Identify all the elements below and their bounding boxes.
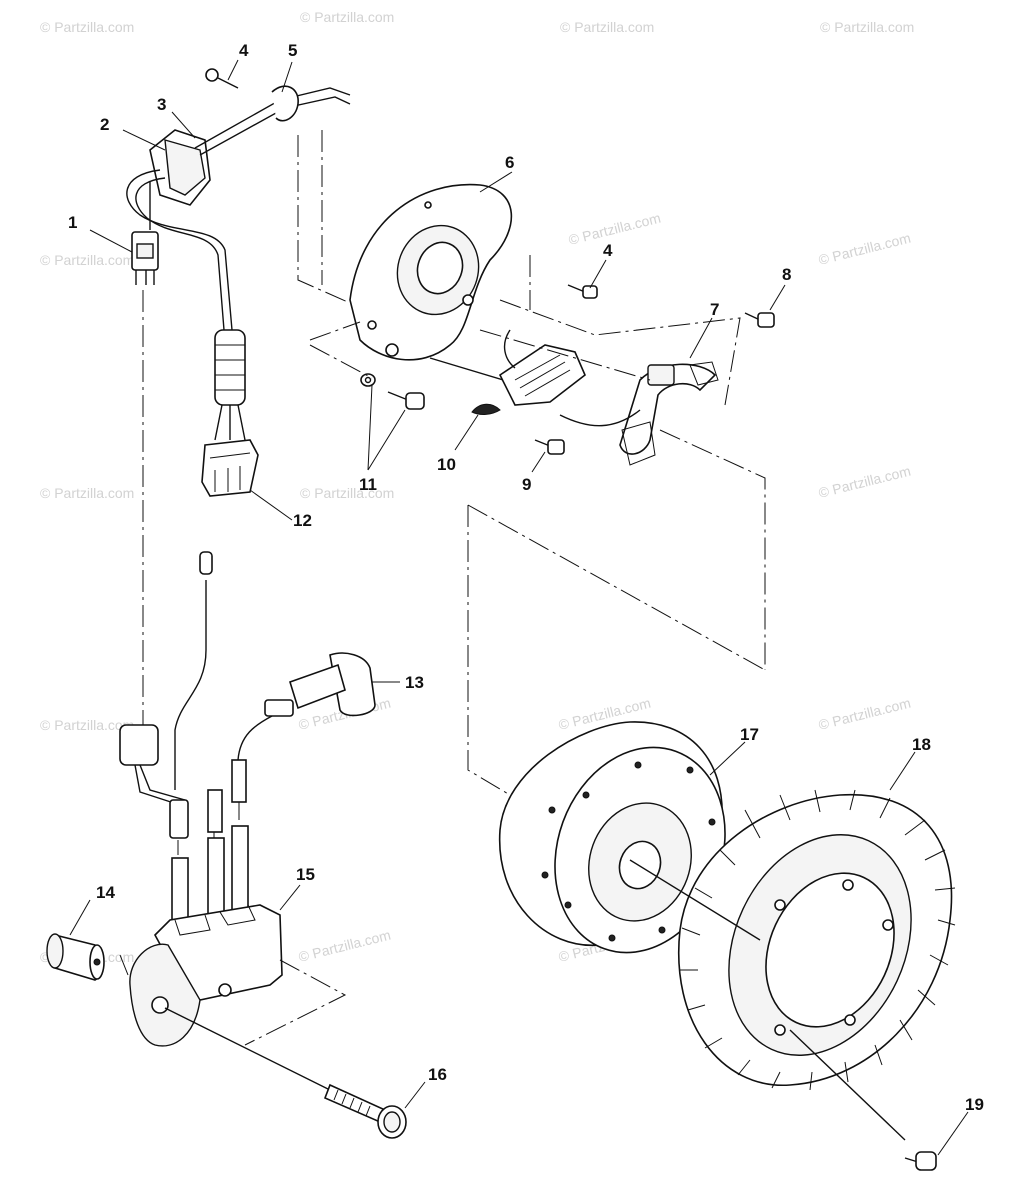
hole — [774, 1024, 786, 1036]
flywheel-17 — [467, 504, 766, 954]
callout-12: 12 — [293, 511, 312, 530]
hole — [708, 818, 716, 826]
callout-17: 17 — [740, 725, 759, 744]
screw-8 — [744, 312, 775, 328]
watermark: © Partzilla.com — [40, 19, 134, 35]
fan-fins — [680, 789, 956, 1091]
callout-14: 14 — [96, 883, 115, 902]
callout-4: 4 — [239, 41, 249, 60]
exciter-coil-7 — [559, 361, 719, 466]
stator-assembly — [297, 130, 775, 670]
hole — [548, 806, 556, 814]
callout-5: 5 — [288, 41, 297, 60]
hole — [424, 201, 432, 209]
hv-lead-boot — [231, 759, 247, 803]
fan-18 — [629, 789, 956, 1141]
callout-4: 4 — [603, 241, 613, 260]
callout-13: 13 — [405, 673, 424, 692]
hole — [634, 761, 642, 769]
callout-6: 6 — [505, 153, 514, 172]
alignment-line — [119, 954, 347, 1046]
screw-4a — [205, 68, 239, 89]
alignment-line — [629, 859, 761, 941]
screw-9 — [534, 439, 565, 455]
leader-lines — [69, 59, 969, 1156]
callout-2: 2 — [100, 115, 109, 134]
watermark: © Partzilla.com — [40, 252, 134, 268]
regulator-body — [164, 139, 206, 196]
harness-wire — [135, 177, 225, 331]
connector-12 — [201, 439, 259, 497]
watermark: © Partzilla.com — [817, 230, 912, 268]
screw-4b — [567, 284, 598, 299]
hole — [882, 919, 894, 931]
hole — [564, 901, 572, 909]
hv-lead — [237, 715, 273, 761]
watermark: © Partzilla.com — [40, 717, 134, 733]
wire-clamp — [271, 85, 299, 122]
callout-3: 3 — [157, 95, 166, 114]
flywheel-center — [618, 840, 662, 890]
callout-11: 11 — [359, 475, 377, 494]
bullet-connector — [199, 551, 213, 575]
callout-10: 10 — [437, 455, 456, 474]
hole — [462, 294, 474, 306]
alignment-line — [789, 1029, 906, 1141]
callout-8: 8 — [782, 265, 791, 284]
watermark: © Partzilla.com — [300, 485, 394, 501]
kill-wire — [174, 580, 207, 790]
callout-9: 9 — [522, 475, 531, 494]
watermark: © Partzilla.com — [297, 927, 392, 965]
screw-19 — [904, 1151, 937, 1171]
spacer-14 — [46, 933, 105, 981]
hole — [842, 879, 854, 891]
hv-lead-boot — [207, 789, 223, 833]
callout-19: 19 — [965, 1095, 984, 1114]
alignment-line — [309, 321, 373, 379]
hole — [844, 1014, 856, 1026]
screw-washer-11 — [360, 373, 425, 410]
hole — [658, 926, 666, 934]
watermark: © Partzilla.com — [560, 19, 654, 35]
watermark: © Partzilla.com — [300, 9, 394, 25]
alignment-line — [479, 329, 651, 381]
regulator-harness-assembly — [126, 68, 351, 497]
coil-connector — [119, 724, 189, 839]
hole — [686, 766, 694, 774]
harness-wire — [126, 169, 233, 331]
watermark: © Partzilla.com — [40, 485, 134, 501]
stator-plate-hole — [416, 241, 464, 295]
alignment-line — [297, 135, 351, 304]
ignition-coil-15 — [129, 825, 283, 1047]
hole — [774, 899, 786, 911]
watermark: © Partzilla.com — [820, 19, 914, 35]
alignment-line — [499, 299, 741, 406]
hole — [367, 320, 377, 330]
hole — [582, 791, 590, 799]
callout-7: 7 — [710, 300, 719, 319]
spark-plug-cap-13 — [264, 652, 376, 717]
hole — [541, 871, 549, 879]
fan-center — [765, 872, 895, 1028]
callout-1: 1 — [68, 213, 77, 232]
ignition-assembly — [46, 290, 407, 1139]
hole — [385, 343, 399, 357]
harness-wrap — [214, 329, 246, 441]
bolt-16 — [164, 1007, 407, 1139]
watermark: © Partzilla.com — [567, 210, 662, 248]
callout-16: 16 — [428, 1065, 447, 1084]
connector-1 — [131, 182, 159, 285]
watermark: © Partzilla.com — [817, 695, 912, 733]
wire-strap — [199, 96, 351, 156]
alignment-line — [659, 429, 766, 670]
wire-strap — [194, 87, 351, 149]
hole — [608, 934, 616, 942]
alignment-line — [467, 504, 766, 796]
watermark: © Partzilla.com — [817, 463, 912, 501]
callout-labels: 1 2 3 4 4 5 6 7 8 9 10 11 12 13 14 15 16… — [68, 41, 984, 1114]
pulser-coil-10 — [471, 329, 586, 415]
callout-18: 18 — [912, 735, 931, 754]
callout-15: 15 — [296, 865, 315, 884]
